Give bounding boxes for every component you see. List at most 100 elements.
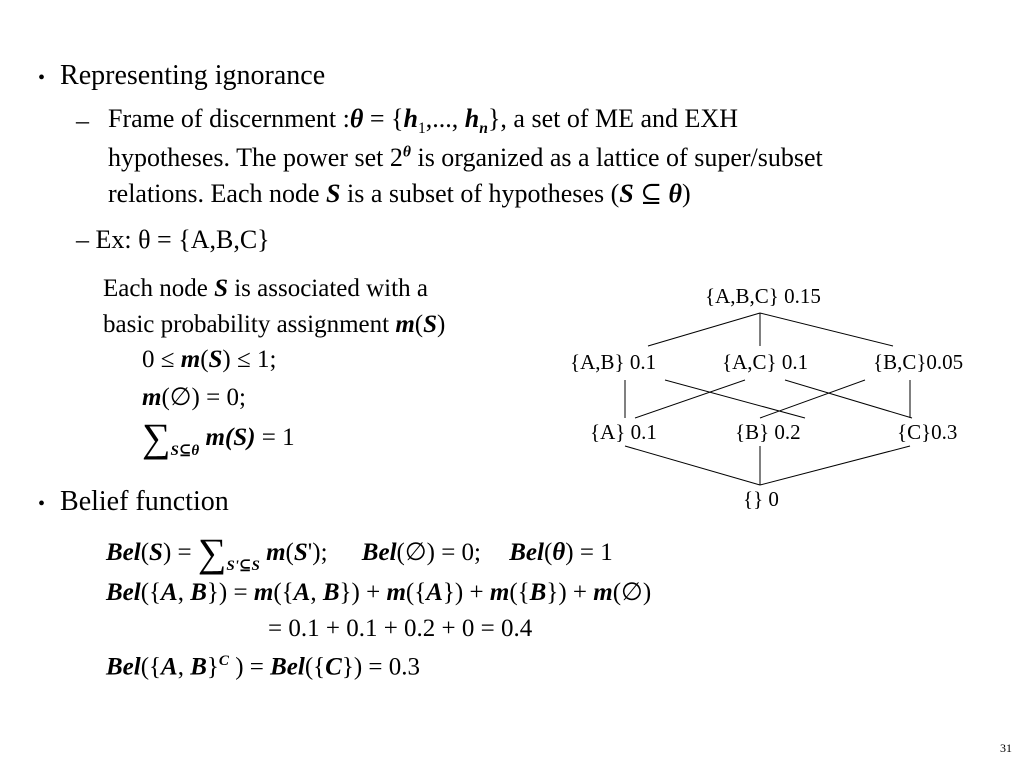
B-symbol: B — [322, 579, 340, 606]
eq-text: ) = 1 — [565, 539, 613, 566]
eq-text: } — [206, 653, 219, 681]
node-a: {A} 0.1 — [590, 420, 657, 444]
frame-line-3: relations. Each node S is a subset of hy… — [108, 179, 691, 209]
bel-symbol: Bel — [270, 653, 305, 681]
belief-eq-2: Bel({A, B}) = m({A, B}) + m({A}) + m({B}… — [106, 577, 651, 607]
eq-text: }) + — [546, 579, 594, 606]
eq-text: ({ — [509, 579, 530, 606]
eq-text: , — [310, 579, 323, 606]
frame-dash: – — [76, 106, 89, 135]
m-symbol: m — [253, 579, 274, 606]
constraint-text: = 1 — [255, 424, 295, 451]
constraint-text: (∅) = 0; — [161, 384, 246, 411]
A-symbol: A — [161, 579, 178, 606]
node-empty: {} 0 — [743, 487, 779, 511]
eq-text: (∅) = 0; — [396, 539, 481, 566]
bel-symbol: Bel — [361, 539, 397, 566]
edge-ab-b — [664, 379, 806, 419]
eq-text: ({ — [140, 653, 162, 681]
constraint-1: 0 ≤ m(S) ≤ 1; — [142, 346, 276, 374]
A-symbol: A — [426, 579, 443, 606]
constraint-2: m(∅) = 0; — [142, 382, 246, 412]
B-symbol: B — [190, 653, 207, 681]
bel-symbol: Bel — [509, 539, 544, 566]
A-symbol: A — [161, 653, 178, 681]
h-symbol: h — [403, 104, 418, 133]
m-symbol: m — [259, 539, 286, 566]
node-abc: {A,B,C} 0.15 — [705, 284, 821, 308]
paren: ( — [414, 311, 424, 338]
eq-text: }) + — [442, 579, 490, 606]
m-symbol: m — [180, 346, 201, 373]
bullet-mark: • — [38, 67, 46, 89]
edge-c-empty — [759, 445, 911, 486]
frame-text: is a subset of hypotheses ( — [340, 179, 620, 208]
bel-symbol: Bel — [106, 539, 141, 566]
node-b: {B} 0.2 — [735, 420, 801, 444]
A-symbol: A — [293, 579, 311, 606]
eq-text: , — [177, 653, 191, 681]
frame-text: = { — [363, 104, 404, 133]
S-symbol: S — [214, 275, 228, 302]
subscript: 1 — [418, 120, 426, 138]
eq-text: , — [177, 579, 191, 606]
S-symbol: S — [293, 539, 308, 566]
eq-text: ( — [543, 539, 553, 566]
assoc-text: basic probability assignment — [103, 311, 396, 338]
belief-eq-1: Bel(S) = ∑S'⊆S m(S'); Bel(∅) = 0; Bel(θ)… — [106, 533, 613, 575]
B-symbol: B — [529, 579, 547, 606]
B-symbol: B — [190, 579, 207, 606]
node-c: {C}0.3 — [897, 420, 958, 444]
S-symbol: S — [149, 539, 163, 566]
m-symbol: m — [142, 384, 162, 411]
frame-text: hypotheses. The power set 2 — [108, 143, 403, 172]
heading-text: Belief function — [60, 486, 229, 517]
eq-text: ( — [140, 539, 150, 566]
complement-superscript: C — [218, 653, 229, 669]
theta-symbol: θ — [668, 179, 683, 208]
paren: ) — [437, 311, 446, 338]
frame-text: relations. Each node — [108, 179, 327, 208]
m-symbol: m — [593, 579, 613, 606]
edge-abc-bc — [759, 312, 894, 347]
edge-bc-b — [759, 379, 866, 419]
example-line: – Ex: θ = {A,B,C} — [76, 225, 270, 254]
eq-text: ({ — [273, 579, 294, 606]
bel-symbol: Bel — [106, 579, 141, 606]
m-symbol: m — [489, 579, 510, 606]
edge-ac-a — [634, 379, 746, 419]
frame-text: ,..., — [425, 104, 465, 133]
S-symbol: S — [208, 346, 223, 373]
lattice-diagram: {A,B,C} 0.15 {A,B} 0.1 {A,C} 0.1 {B,C}0.… — [560, 280, 1010, 520]
lattice-edges — [624, 312, 913, 486]
S-symbol: S — [326, 179, 341, 208]
constraint-text: ) ≤ 1; — [222, 346, 277, 373]
eq-text: ({ — [140, 579, 162, 606]
m-of-S: m(S) — [205, 424, 256, 451]
node-bc: {B,C}0.05 — [873, 350, 964, 374]
belief-eq-4: Bel({A, B}C ) = Bel({C}) = 0.3 — [106, 653, 420, 681]
eq-text: }) = 0.3 — [341, 653, 421, 681]
assoc-line-2: basic probability assignment m(S) — [103, 311, 445, 339]
eq-text: }) = — [206, 579, 254, 606]
eq-text: ) = — [162, 539, 198, 566]
sum-subscript: S'⊆S — [226, 558, 260, 574]
bel-symbol: Bel — [106, 653, 141, 681]
constraint-text: 0 ≤ — [142, 346, 181, 373]
bullet-mark: • — [38, 493, 46, 515]
subscript: n — [479, 120, 488, 138]
bullet-representing-ignorance: • Representing ignorance — [38, 60, 325, 92]
eq-text: ({ — [304, 653, 326, 681]
assoc-text: Each node — [103, 275, 215, 302]
eq-text: (∅) — [612, 579, 652, 606]
sum-symbol: ∑ — [197, 530, 227, 575]
subseteq-symbol: ⊆ — [633, 179, 669, 208]
S-symbol: S — [423, 311, 437, 338]
bullet-belief-function: • Belief function — [38, 486, 229, 518]
h-symbol: h — [464, 104, 480, 133]
eq-text: '); — [307, 539, 328, 566]
sum-subscript: S⊆θ — [170, 443, 200, 459]
belief-eq-3: = 0.1 + 0.1 + 0.2 + 0 = 0.4 — [268, 615, 533, 642]
frame-text: }, a set of ME and EXH — [487, 104, 738, 133]
eq-text: ) = — [228, 653, 271, 681]
